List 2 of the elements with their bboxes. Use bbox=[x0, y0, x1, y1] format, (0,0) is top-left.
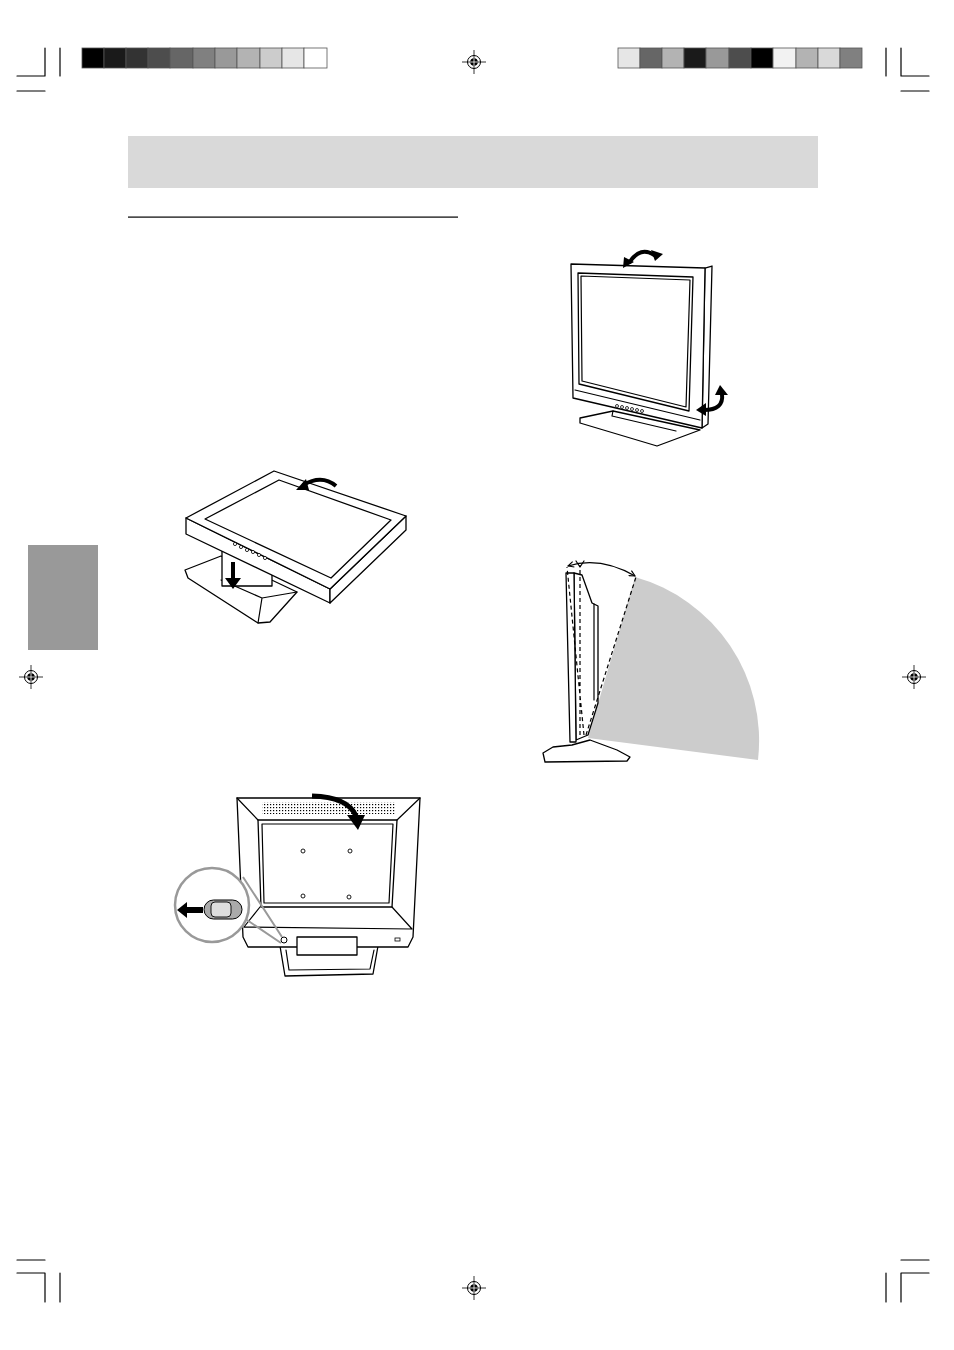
side-tab bbox=[28, 545, 98, 650]
heading-band bbox=[128, 136, 818, 188]
